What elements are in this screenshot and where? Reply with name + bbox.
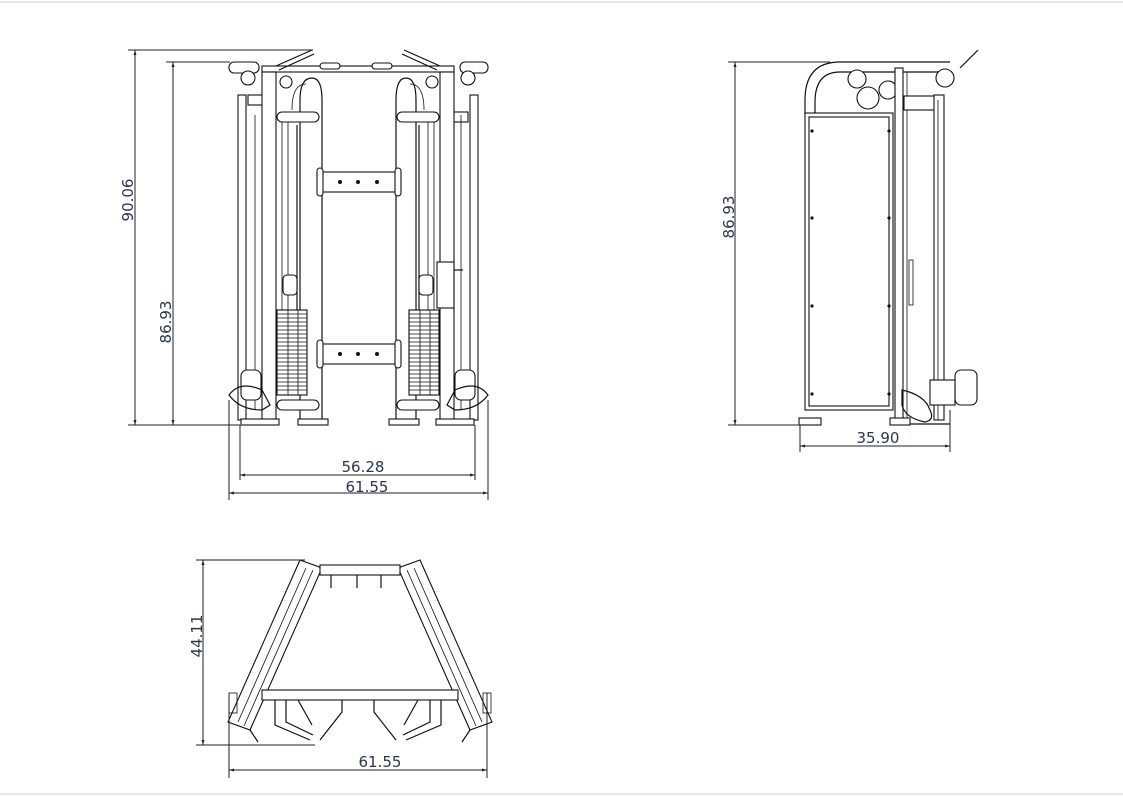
front-view: [228, 49, 489, 426]
dimension-overall-width: 61.55: [346, 478, 389, 496]
dimension-overall-height: 90.06: [119, 179, 137, 222]
dimension-inner-width: 56.28: [342, 458, 385, 476]
dimension-side-depth: 35.90: [857, 429, 900, 447]
top-view: [227, 559, 493, 743]
side-view: [798, 49, 979, 426]
dimension-top-width: 61.55: [359, 753, 402, 771]
top-view-dimensions: 44.11 61.55: [188, 559, 488, 778]
front-view-dimensions: 90.06 86.93 56.28 61.55: [119, 49, 489, 500]
dimension-frame-height: 86.93: [157, 301, 175, 344]
dimension-top-depth: 44.11: [188, 615, 206, 658]
side-view-dimensions: 86.93 35.90: [720, 61, 951, 452]
dimension-side-frame-height: 86.93: [720, 196, 738, 239]
